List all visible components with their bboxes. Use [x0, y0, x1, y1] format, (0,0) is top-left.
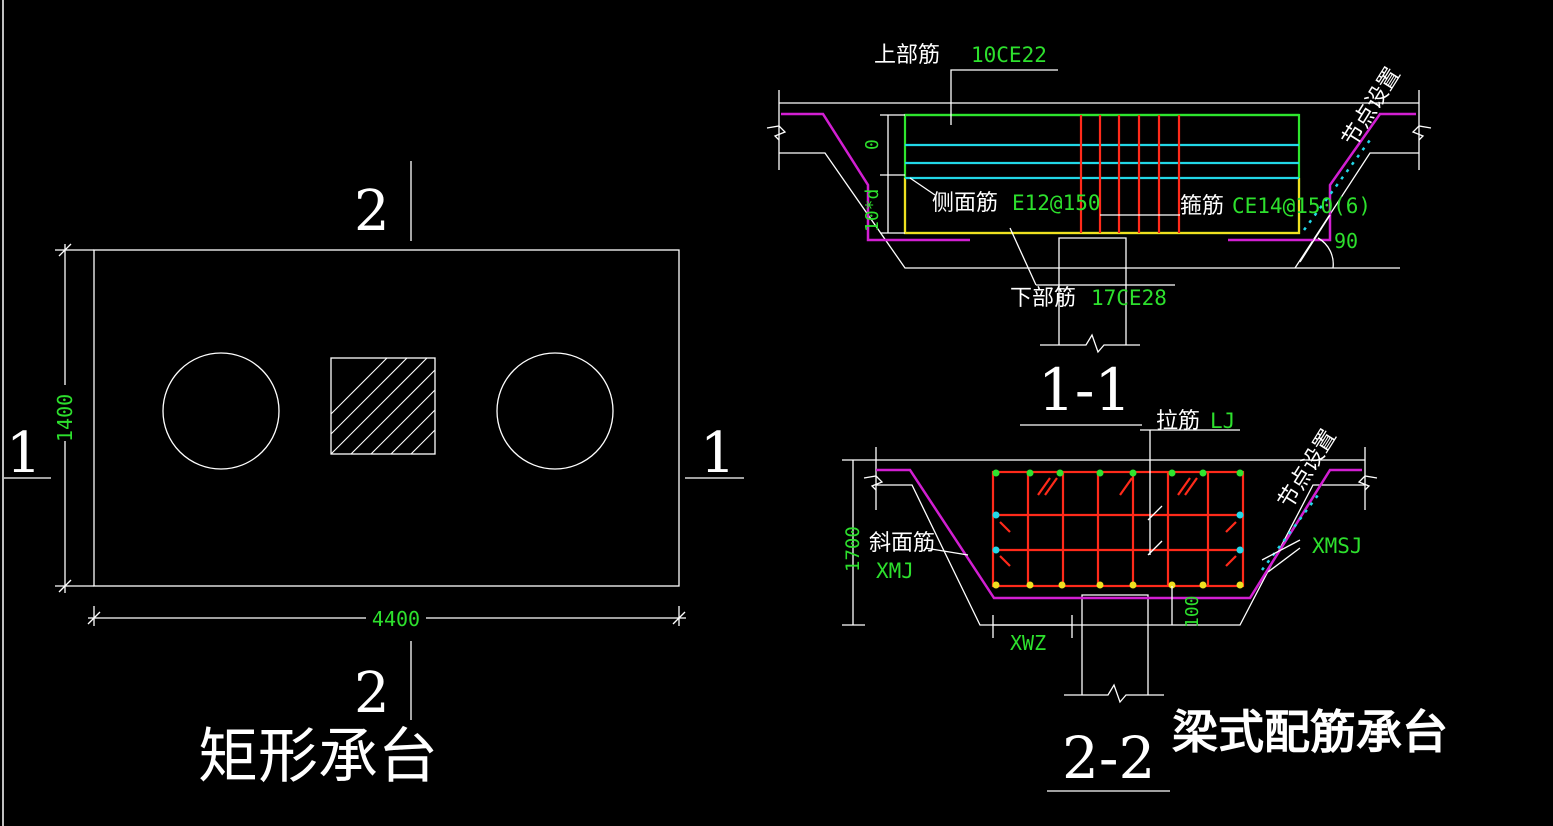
dim-1700: 1700 — [842, 526, 864, 572]
section-1-1[interactable]: 上部筋 10CE22 侧面筋 E12@150 箍筋 CE14@150(6) 下部… — [766, 43, 1432, 426]
bottom-bar-label: 下部筋 — [1010, 286, 1076, 311]
pile-left[interactable] — [162, 352, 280, 470]
top-bar-value: 10CE22 — [971, 43, 1047, 67]
section-2-top: 2 — [354, 179, 390, 244]
section-2-2[interactable]: 拉筋 LJ 斜面筋 XMJ XMSJ 节点设置 1700 100 XWZ 2-2… — [842, 409, 1448, 792]
right-slope-value: XMSJ — [1312, 534, 1363, 558]
section-1-left: 1 — [6, 421, 42, 486]
bottom-bar-value: 17CE28 — [1091, 286, 1167, 310]
section-2-bottom: 2 — [354, 661, 390, 726]
section-2-2-title: 2-2 — [1062, 724, 1155, 792]
stirrup-label: 箍筋 — [1180, 194, 1224, 219]
section-1-right: 1 — [700, 421, 736, 486]
dim-width: 4400 — [87, 606, 686, 631]
top-bar-label: 上部筋 — [874, 43, 940, 68]
angle-value: 90 — [1334, 229, 1358, 253]
tie-label: 拉筋 — [1156, 409, 1200, 434]
bottom-bar[interactable] — [903, 178, 1301, 235]
tie-value: LJ — [1210, 409, 1235, 433]
dim-100: 100 — [1182, 595, 1203, 628]
node-note-1: 节点设置 — [1338, 63, 1406, 151]
plan-title: 矩形承台 — [198, 722, 438, 792]
dim-xwz: XWZ — [1010, 631, 1046, 655]
cage-2-2[interactable] — [991, 470, 1245, 588]
side-bar-label: 侧面筋 — [932, 191, 998, 216]
side-bar-value: E12@150 — [1012, 191, 1101, 215]
dim-zero: 0 — [862, 139, 883, 150]
section-marks: 1 1 2 2 — [4, 161, 744, 726]
cap-outline[interactable] — [93, 249, 680, 587]
dim-height: 1400 — [53, 243, 94, 593]
dim-10d: 10*d — [862, 189, 883, 232]
beam-cap-heading: 梁式配筋承台 — [1172, 705, 1448, 759]
pile-right[interactable] — [496, 352, 614, 470]
stirrup-value: CE14@150(6) — [1232, 194, 1371, 218]
stirrups-1-1[interactable] — [1079, 115, 1181, 233]
bar-dots — [992, 469, 1244, 589]
dim-width-value: 4400 — [372, 607, 420, 631]
section-1-1-title: 1-1 — [1038, 356, 1131, 424]
slope-label: 斜面筋 — [869, 531, 935, 556]
slope-value: XMJ — [876, 559, 914, 583]
plan-view[interactable]: 1400 4400 1 1 2 2 矩形承台 — [4, 161, 744, 792]
dim-height-value: 1400 — [53, 394, 77, 442]
column-hatch[interactable] — [291, 357, 507, 455]
